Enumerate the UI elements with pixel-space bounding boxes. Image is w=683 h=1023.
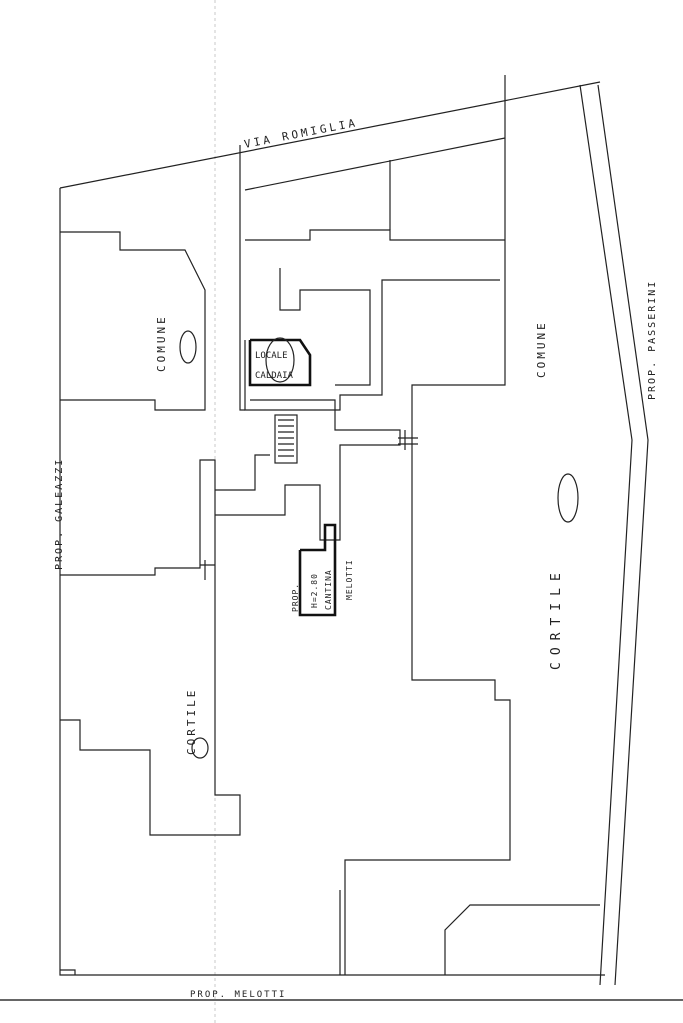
locale-label-1: LOCALE xyxy=(255,351,288,361)
prop-melotti-label: PROP. MELOTTI xyxy=(190,990,286,1000)
cortile-left-label: CORTILE xyxy=(185,688,198,755)
cortile-right-label: CORTILE xyxy=(549,566,564,670)
comune-right-label: COMUNE xyxy=(535,320,548,378)
locale-label-2: CALDAIA xyxy=(255,371,294,381)
building-walls xyxy=(60,75,600,975)
cantina-owner-label: MELOTTI xyxy=(345,559,354,600)
locale-caldaia-room xyxy=(248,338,312,387)
cantina-label: CANTINA xyxy=(324,569,333,610)
prop-galeazzi-label: PROP. GALEAZZI xyxy=(54,458,65,570)
cantina-room xyxy=(298,523,337,617)
cortile-marker xyxy=(557,473,579,523)
cantina-prop-label: PROP. xyxy=(291,583,300,612)
outer-boundary xyxy=(59,81,649,986)
street-label: VIA ROMIGLIA xyxy=(243,116,359,151)
cantina-height-label: H=2.80 xyxy=(310,573,319,608)
comune-left-label: COMUNE xyxy=(155,314,168,372)
prop-passerini-label: PROP. PASSERINI xyxy=(647,280,658,400)
locale-marker xyxy=(265,337,295,383)
cortile-left-marker xyxy=(191,737,209,759)
comune-marker xyxy=(179,330,197,364)
